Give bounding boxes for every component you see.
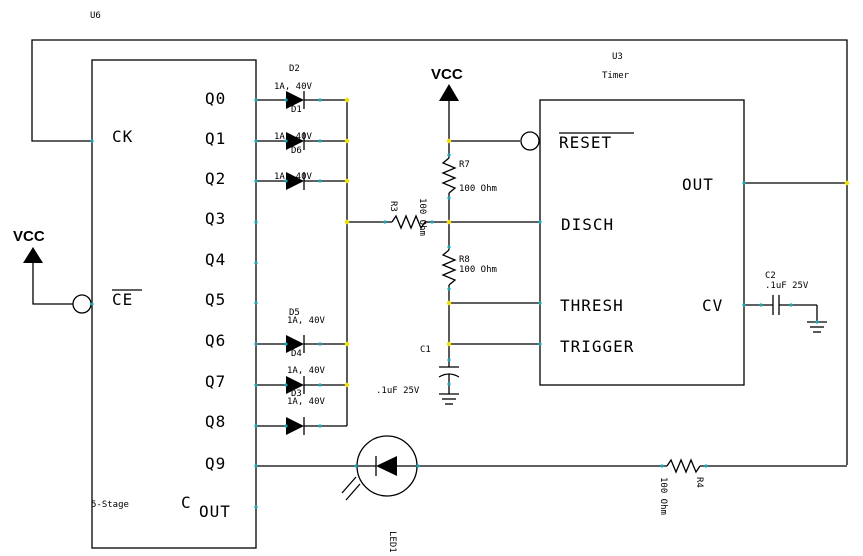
reset-bubble (520, 131, 540, 151)
d6-rating: 1A, 40V (274, 172, 313, 182)
pin-q0: Q0 (205, 89, 226, 108)
led-ref: LED1 (387, 531, 397, 553)
r7-value: 100 Ohm (459, 184, 497, 194)
junctions (344, 97, 850, 388)
r4-value: 100 Ohm (658, 477, 668, 515)
pin-markers (90, 98, 819, 509)
pin-q4: Q4 (205, 250, 226, 269)
d3-rating: 1A, 40V (287, 397, 326, 407)
vcc-top-arrow (439, 84, 459, 101)
d5-rating: 1A, 40V (287, 316, 326, 326)
pin-q6: Q6 (205, 331, 226, 350)
r4-ref: R4 (694, 477, 704, 488)
vcc-top: VCC (431, 66, 463, 101)
capacitor-c1[interactable]: C1 .1uF 25V (376, 345, 460, 396)
resistor-r7[interactable]: R7 100 Ohm (441, 157, 497, 194)
pin-ce: CE (112, 290, 133, 309)
vcc-left-label: VCC (13, 228, 45, 245)
wire-ck-loop (31, 39, 848, 183)
resistor-r3[interactable]: R3 100 Ohm (347, 198, 450, 236)
ground-c1 (439, 393, 459, 405)
pin-q7: Q7 (205, 372, 226, 391)
timer-name: Timer (602, 71, 630, 81)
diode-d3[interactable] (286, 417, 305, 435)
c2-ref: C2 (765, 271, 776, 281)
pin-q5: Q5 (205, 290, 226, 309)
pin-reset: RESET (559, 133, 612, 152)
r8-ref: R8 (459, 255, 470, 265)
led-led1[interactable]: LED1 (341, 435, 418, 553)
capacitor-c2[interactable]: C2 .1uF 25V (744, 271, 818, 322)
vcc-left: VCC (13, 228, 92, 314)
pin-thresh: THRESH (560, 296, 624, 315)
r3-value: 100 Ohm (417, 198, 427, 236)
d4-ref: D4 (291, 349, 302, 359)
c1-value: .1uF 25V (376, 386, 420, 396)
resistor-r8[interactable]: R8 100 Ohm (441, 249, 497, 286)
pin-cout-c: C (181, 493, 192, 512)
counter-footer: 5-Stage (91, 500, 129, 510)
wire-vcc-ce (32, 263, 73, 305)
diode-network: D2 1A, 40V D1 1A, 40V D6 1A, 40V D5 1A, … (256, 64, 348, 435)
pin-q9: Q9 (205, 454, 226, 473)
pin-q2: Q2 (205, 169, 226, 188)
pin-ck: CK (112, 127, 133, 146)
d2-rating: 1A, 40V (274, 82, 313, 92)
counter-u6[interactable]: U6 CK CE Q0 Q1 Q2 Q3 Q4 Q5 Q6 Q7 Q8 Q9 C… (90, 11, 257, 549)
vcc-left-arrow (23, 247, 43, 263)
pin-q3: Q3 (205, 209, 226, 228)
r8-value: 100 Ohm (459, 265, 497, 275)
counter-ref: U6 (90, 11, 101, 21)
led-light-arrow-1 (345, 483, 361, 501)
timer-body (539, 99, 745, 386)
pin-q1: Q1 (205, 129, 226, 148)
vcc-top-label: VCC (431, 66, 463, 83)
timer-u3[interactable]: U3 Timer RESET DISCH THRESH TRIGGER OUT … (539, 52, 745, 386)
c2-value: .1uF 25V (765, 281, 809, 291)
d2-ref: D2 (289, 64, 300, 74)
pin-cout-out: OUT (199, 502, 231, 521)
ce-bubble (72, 294, 92, 314)
r3-ref: R3 (388, 201, 398, 212)
pin-cv: CV (702, 296, 723, 315)
d5-ref: D5 (289, 308, 300, 318)
resistor-r4[interactable]: 100 Ohm R4 (658, 458, 704, 515)
c1-ref: C1 (420, 345, 431, 355)
led-light-arrow-2 (341, 476, 357, 494)
r7-ref: R7 (459, 160, 470, 170)
pin-out: OUT (682, 175, 714, 194)
d1-ref: D1 (291, 105, 302, 115)
timer-ref: U3 (612, 52, 623, 62)
d6-ref: D6 (291, 146, 302, 156)
pin-trigger: TRIGGER (560, 337, 634, 356)
pin-disch: DISCH (561, 215, 614, 234)
d3-ref: D3 (291, 389, 302, 399)
d1-rating: 1A, 40V (274, 132, 313, 142)
pin-q8: Q8 (205, 412, 226, 431)
d4-rating: 1A, 40V (287, 366, 326, 376)
